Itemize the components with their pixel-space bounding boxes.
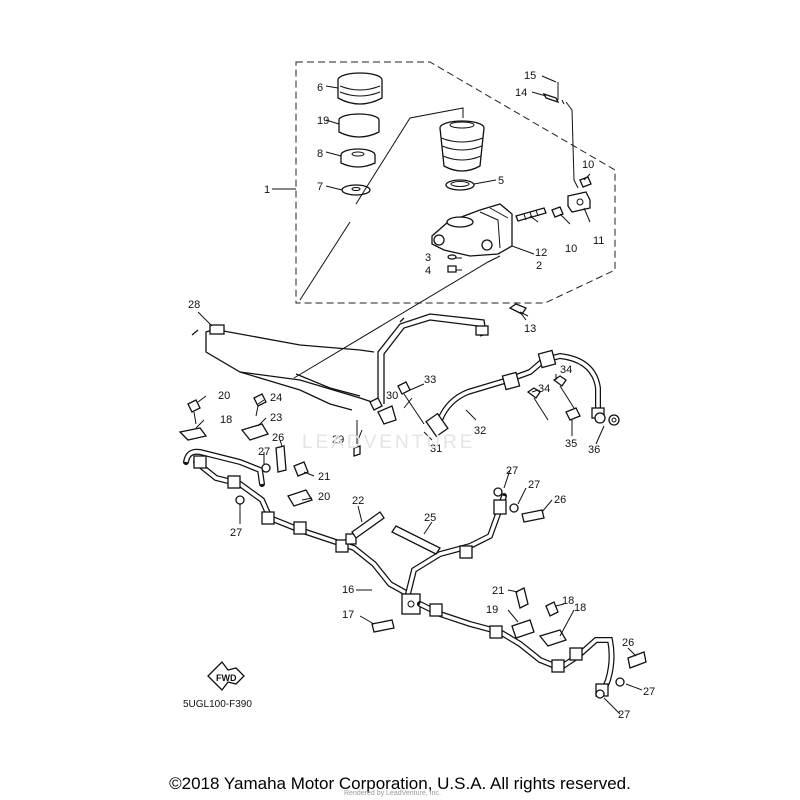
label-28: 28 bbox=[188, 299, 200, 311]
front-right-hose bbox=[353, 349, 620, 457]
label-5: 5 bbox=[498, 175, 504, 187]
label-26c: 26 bbox=[622, 637, 634, 649]
label-29: 29 bbox=[332, 434, 344, 446]
label-27e: 27 bbox=[643, 686, 655, 698]
copyright-notice: ©2018 Yamaha Motor Corporation, U.S.A. A… bbox=[169, 774, 631, 793]
label-10b: 10 bbox=[582, 159, 594, 171]
label-3: 3 bbox=[425, 252, 431, 264]
label-9: 19 bbox=[317, 115, 329, 127]
label-33: 33 bbox=[424, 374, 436, 386]
label-17: 17 bbox=[342, 609, 354, 621]
label-23: 23 bbox=[270, 412, 282, 424]
label-26b: 26 bbox=[554, 494, 566, 506]
fasteners bbox=[178, 393, 647, 699]
label-27a: 27 bbox=[258, 446, 270, 458]
label-26a: 26 bbox=[272, 432, 284, 444]
label-14: 14 bbox=[515, 87, 527, 99]
diagram-code: 5UGL100-F390 bbox=[183, 699, 252, 710]
label-25: 25 bbox=[424, 512, 436, 524]
fwd-arrow: FWD bbox=[207, 661, 245, 691]
label-12: 12 bbox=[535, 247, 547, 259]
render-credit: Rendered by LeadVenture, Inc. bbox=[344, 790, 441, 797]
part-labels: 6 19 8 7 1 5 3 4 2 12 10 11 10 13 14 15 … bbox=[188, 70, 655, 721]
label-30: 30 bbox=[386, 390, 398, 402]
label-8: 8 bbox=[317, 148, 323, 160]
label-15: 15 bbox=[524, 70, 536, 82]
label-20a: 20 bbox=[318, 491, 330, 503]
label-16: 16 bbox=[342, 584, 354, 596]
label-19a: 20 bbox=[218, 390, 230, 402]
label-35: 35 bbox=[565, 438, 577, 450]
label-7: 7 bbox=[317, 181, 323, 193]
label-32: 32 bbox=[474, 425, 486, 437]
label-4: 4 bbox=[425, 265, 431, 277]
brake-lines bbox=[191, 313, 489, 411]
fwd-label: FWD bbox=[216, 673, 237, 683]
label-24: 24 bbox=[270, 392, 282, 404]
left-front-hose bbox=[183, 448, 615, 697]
label-1: 1 bbox=[264, 184, 270, 196]
label-34a: 34 bbox=[538, 383, 550, 395]
label-20b: 19 bbox=[486, 604, 498, 616]
leader-lines bbox=[195, 75, 643, 715]
label-27f: 27 bbox=[618, 709, 630, 721]
label-11: 11 bbox=[593, 235, 604, 247]
label-6: 6 bbox=[317, 82, 323, 94]
label-27d: 27 bbox=[528, 479, 540, 491]
label-27c: 27 bbox=[506, 465, 518, 477]
label-19b: 18 bbox=[562, 595, 574, 607]
label-2: 2 bbox=[536, 260, 542, 272]
label-18b: 18 bbox=[574, 602, 586, 614]
label-21a: 21 bbox=[318, 471, 330, 483]
label-36: 36 bbox=[588, 444, 600, 456]
label-18a: 18 bbox=[220, 414, 232, 426]
label-27b: 27 bbox=[230, 527, 242, 539]
label-13: 13 bbox=[524, 323, 536, 335]
label-21b: 21 bbox=[492, 585, 504, 597]
label-34b: 34 bbox=[560, 364, 572, 376]
label-22: 22 bbox=[352, 495, 364, 507]
label-10a: 10 bbox=[565, 243, 577, 255]
label-31: 31 bbox=[430, 443, 442, 455]
group-outline bbox=[295, 61, 616, 304]
master-cylinder bbox=[293, 72, 592, 379]
watermark: LEADVENTURE bbox=[302, 432, 476, 453]
